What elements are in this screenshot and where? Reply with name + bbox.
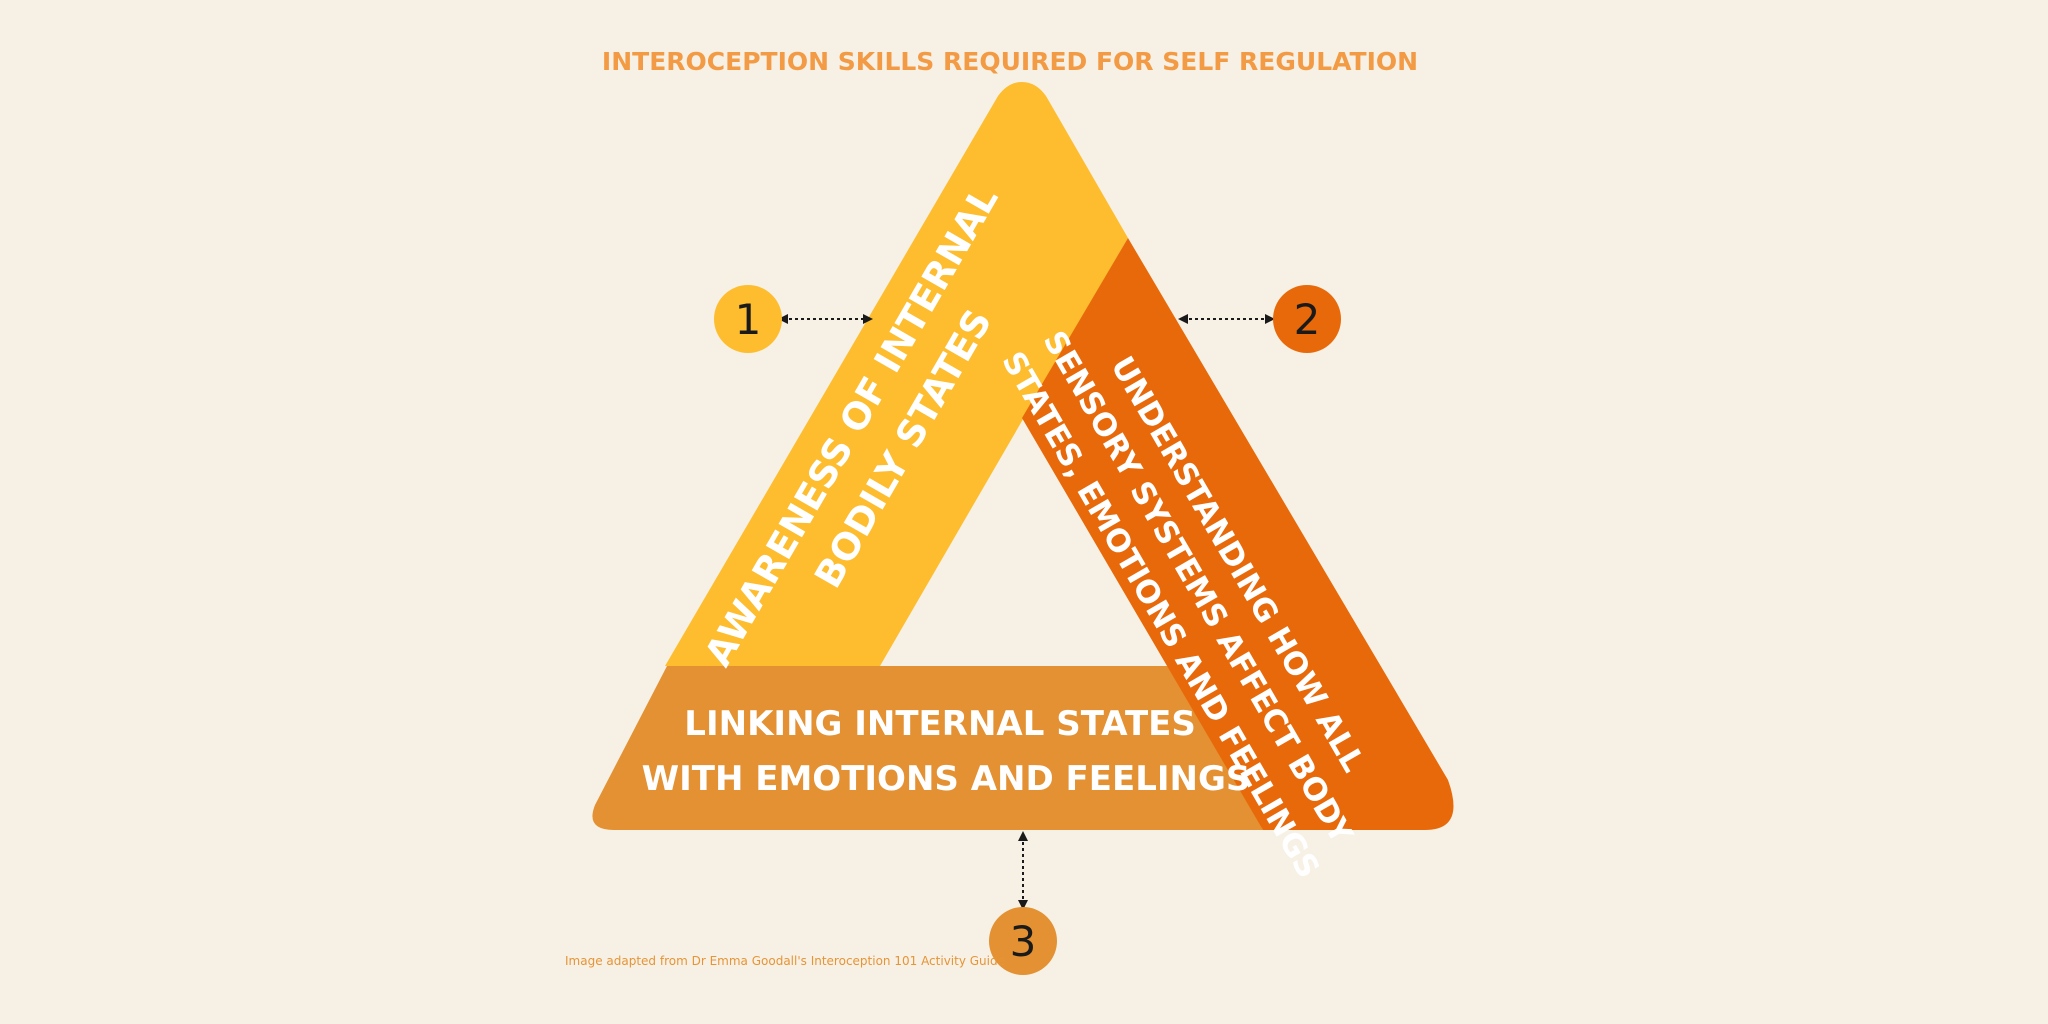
image-credit: Image adapted from Dr Emma Goodall's Int… [565,954,1005,968]
number-badge-3: 3 [989,907,1057,975]
segment-1-shape [665,82,1128,666]
segment-2-shape [1022,238,1454,830]
number-badge-1-text: 1 [735,295,762,344]
segment-3-shape [592,666,1263,830]
number-badge-3-text: 3 [1010,917,1037,966]
number-badge-1: 1 [714,285,782,353]
number-badge-2-text: 2 [1294,295,1321,344]
svg-text:LINKING INTERNAL STATES: LINKING INTERNAL STATES WITH EMOTIONS AN… [642,704,1251,799]
segment-3-label-line-2: WITH EMOTIONS AND FEELINGS [642,759,1251,799]
segment-3-label-line-1: LINKING INTERNAL STATES [684,704,1196,744]
diagram-title: INTEROCEPTION SKILLS REQUIRED FOR SELF R… [602,47,1418,76]
number-badge-2: 2 [1273,285,1341,353]
segment-3-label: LINKING INTERNAL STATES WITH EMOTIONS AN… [642,704,1251,799]
